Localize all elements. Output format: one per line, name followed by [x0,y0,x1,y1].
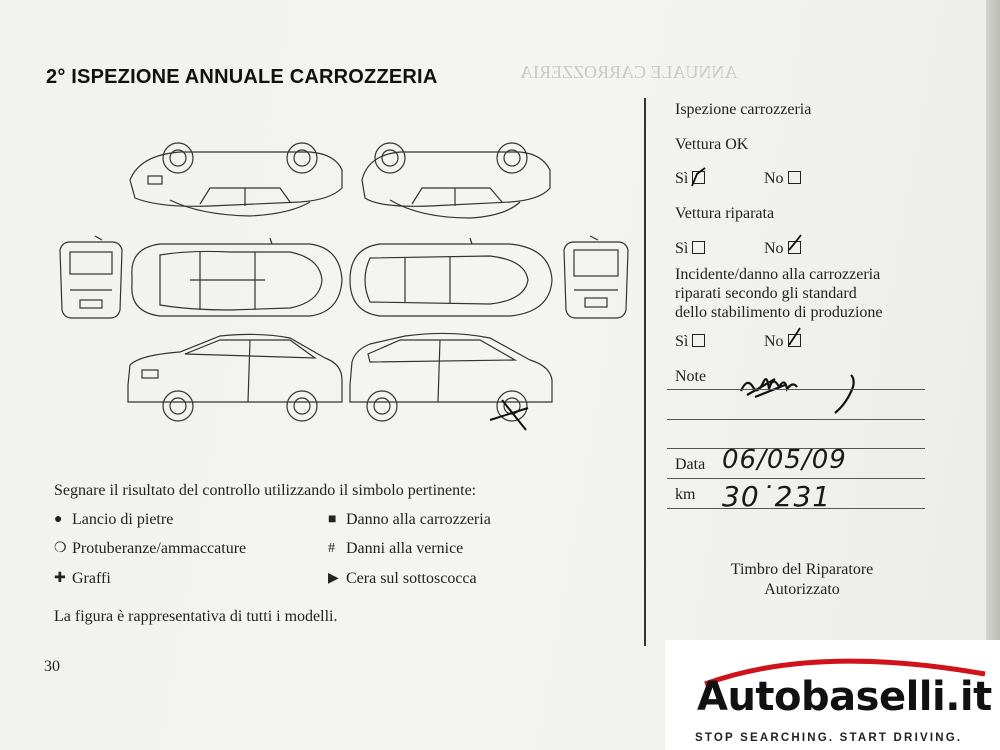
legend-item-stone-chips: ● Lancio di pietre [54,511,173,529]
stamp-label: Timbro del Riparatore Autorizzato [692,560,912,600]
page-number: 30 [44,658,60,675]
no-label: No [764,240,784,257]
stamp-line-2: Autorizzato [764,581,840,598]
plus-icon: ✚ [54,571,66,586]
data-label: Data [675,456,706,473]
car-left-side-sedan-view [129,142,343,217]
legend-item-label: Graffi [72,570,111,587]
incidente-no[interactable]: No [764,327,801,351]
data-value[interactable]: 06/05/09 [722,445,847,475]
yes-label: Sì [675,333,689,350]
legend-item-paint-damage: # Danni alla vernice [328,540,463,558]
checkbox-empty[interactable] [692,241,706,254]
page-title: 2° ISPEZIONE ANNUALE CARROZZERIA [46,66,438,88]
vettura-ok-yes[interactable]: Sì [675,167,706,188]
vettura-riparata-yes[interactable]: Sì [675,240,706,258]
legend-item-dents: ❍ Protuberanze/ammaccature [54,540,246,558]
car-rear-view [563,235,629,319]
note-line-1 [667,389,925,390]
car-front-view [59,235,123,319]
checkbox-checked[interactable] [691,167,706,187]
vettura-riparata-label: Vettura riparata [675,205,775,222]
car-right-side-sedan-view [127,333,343,422]
damage-cross-mark [489,399,529,431]
triangle-right-icon: ▶ [328,571,339,586]
car-top-hatch-view [349,237,553,317]
vettura-ok-label: Vettura OK [675,136,749,153]
legend-item-label: Protuberanze/ammaccature [72,540,247,557]
legend-item-label: Cera sul sottoscocca [346,570,477,587]
note-line-3 [667,448,925,449]
legend-item-body-damage: ■ Danno alla carrozzeria [328,511,491,529]
watermark-brand: Autobaselli.it [697,674,992,720]
stamp-line-1: Timbro del Riparatore [730,561,874,578]
no-label: No [764,170,784,187]
checkbox-checked[interactable] [787,327,801,347]
checkbox-empty[interactable] [692,334,706,347]
incidente-label-line-1: Incidente/danno alla carrozzeria [675,266,881,283]
vettura-ok-no[interactable]: No [764,170,801,188]
handwritten-signature [739,374,855,414]
inspection-heading: Ispezione carrozzeria [675,101,812,118]
incidente-label-line-2: riparati secondo gli standard [675,285,857,302]
note-line-2 [667,419,925,420]
figure-note: La figura è rappresentativa di tutti i m… [54,608,338,625]
filled-circle-icon: ● [54,512,63,527]
car-left-side-hatch-view [361,142,551,219]
yes-label: Sì [675,240,689,257]
bleed-through-text: ANNUALE CARROZZERIA [520,62,738,82]
legend-item-underbody-wax: ▶ Cera sul sottoscocca [328,570,477,588]
km-value[interactable]: 30˙231 [722,480,832,513]
data-line [667,478,925,479]
checkbox-checked[interactable] [787,234,802,254]
incidente-yes[interactable]: Sì [675,333,706,351]
km-line [667,508,925,509]
check-mark-icon [787,327,801,346]
legend-item-label: Lancio di pietre [72,511,174,528]
watermark-logo: Autobaselli.it STOP SEARCHING. START DRI… [665,640,1000,750]
hash-icon: # [328,541,335,556]
car-top-sedan-view [131,237,343,317]
open-circle-icon: ❍ [54,541,67,556]
incidente-label-line-3: dello stabilimento di produzione [675,304,883,321]
legend-item-label: Danno alla carrozzeria [346,511,491,528]
checkbox-empty[interactable] [787,171,801,184]
legend-instruction: Segnare il risultato del controllo utili… [54,482,477,499]
note-label: Note [675,368,707,385]
car-right-side-hatch-view [349,332,553,422]
no-label: No [764,333,784,350]
yes-label: Sì [675,170,689,187]
swoosh-icon [704,658,986,687]
page-edge [986,0,1000,750]
legend-item-label: Danni alla vernice [346,540,464,557]
check-mark-icon [691,167,706,187]
legend-item-scratches: ✚ Graffi [54,570,111,588]
car-outline-drawings [59,142,629,431]
column-divider [644,98,646,646]
check-mark-icon [787,234,802,251]
watermark-slogan: STOP SEARCHING. START DRIVING. [695,732,963,744]
filled-square-icon: ■ [328,512,337,527]
vettura-riparata-no[interactable]: No [764,234,802,258]
km-label: km [675,486,696,503]
